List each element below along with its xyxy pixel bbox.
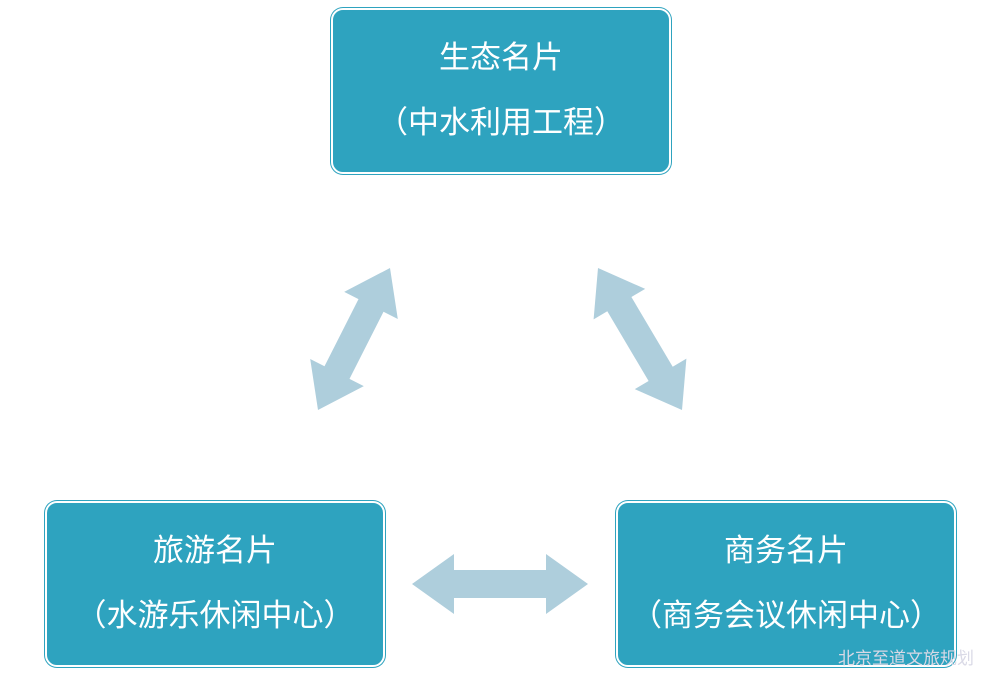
watermark-text: 北京至道文旅规划 <box>838 649 974 669</box>
node-ecology-subtitle: （中水利用工程） <box>377 105 625 141</box>
node-business-card: 商务名片 （商务会议休闲中心） <box>616 501 956 667</box>
node-ecology-card: 生态名片 （中水利用工程） <box>331 8 671 174</box>
node-tourism-card: 旅游名片 （水游乐休闲中心） <box>45 501 385 667</box>
arrow-left-right <box>412 554 588 614</box>
arrow-top-left <box>310 268 398 410</box>
arrow-top-right <box>593 268 687 410</box>
node-business-subtitle: （商务会议休闲中心） <box>631 598 941 634</box>
node-tourism-subtitle: （水游乐休闲中心） <box>75 598 355 634</box>
node-business-title: 商务名片 <box>724 533 848 569</box>
node-tourism-title: 旅游名片 <box>153 533 277 569</box>
node-ecology-title: 生态名片 <box>439 40 563 76</box>
